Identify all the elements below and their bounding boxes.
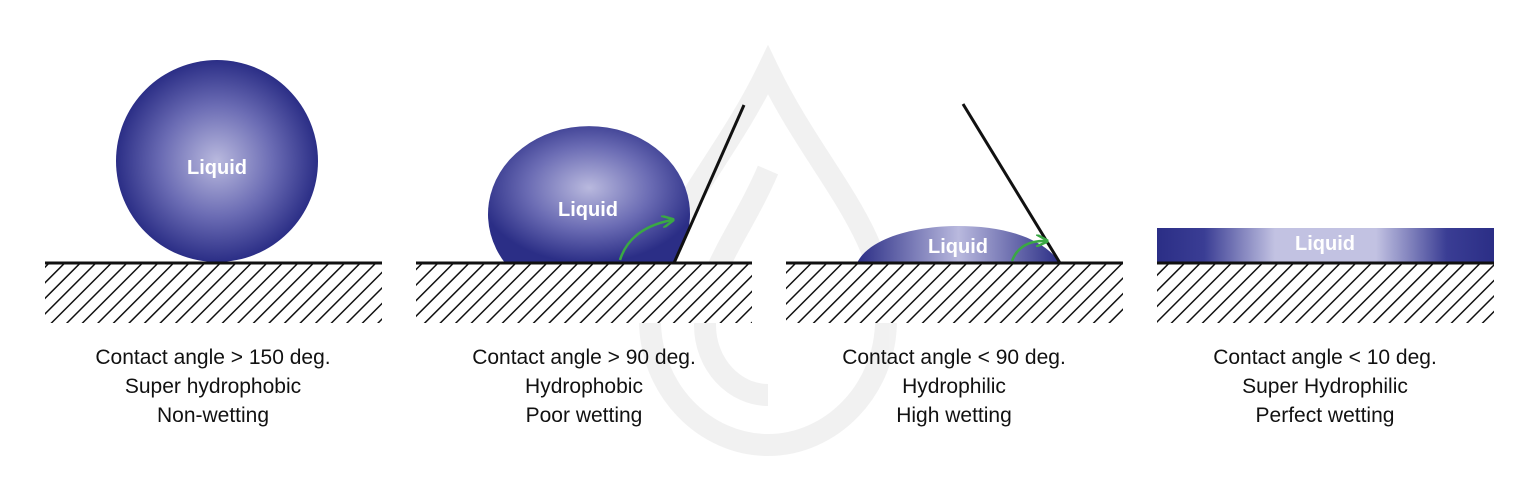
liquid-film (1157, 228, 1494, 263)
caption-contact-angle: Contact angle > 90 deg. (472, 346, 696, 369)
caption-hydrophobic: Contact angle > 90 deg. Hydrophobic Poor… (394, 343, 774, 430)
substrate-hatched (786, 263, 1123, 323)
caption-super-hydrophobic: Contact angle > 150 deg. Super hydrophob… (23, 343, 403, 430)
contact-angle-arrow (1010, 241, 1046, 262)
caption-classification: Super Hydrophilic (1242, 375, 1408, 398)
liquid-droplet (116, 60, 318, 262)
caption-wetting: Non-wetting (156, 404, 270, 427)
caption-hydrophilic: Contact angle < 90 deg. Hydrophilic High… (764, 343, 1144, 430)
caption-classification: Hydrophobic (525, 375, 643, 398)
substrate-hatched (1157, 263, 1494, 323)
panel-hydrophobic: Liquid (416, 104, 752, 323)
substrate-hatched (45, 263, 382, 323)
panel-hydrophilic: Liquid (786, 103, 1123, 323)
caption-wetting: High wetting (896, 404, 1012, 427)
caption-wetting: Perfect wetting (1255, 404, 1395, 427)
caption-classification: Super hydrophobic (124, 375, 302, 398)
liquid-label: Liquid (928, 236, 988, 258)
caption-contact-angle: Contact angle < 10 deg. (1213, 346, 1437, 369)
caption-contact-angle: Contact angle > 150 deg. (95, 346, 331, 369)
caption-super-hydrophilic: Contact angle < 10 deg. Super Hydrophili… (1135, 343, 1515, 430)
liquid-label: Liquid (187, 157, 247, 179)
liquid-droplet (488, 126, 691, 263)
tangent-line (672, 104, 746, 264)
liquid-label: Liquid (1295, 233, 1355, 255)
panel-super-hydrophilic: Liquid (1157, 228, 1494, 323)
contact-angle-arrow (618, 220, 672, 261)
caption-wetting: Poor wetting (525, 404, 643, 427)
caption-contact-angle: Contact angle < 90 deg. (842, 346, 1066, 369)
substrate-hatched (416, 263, 752, 323)
panel-super-hydrophobic: Liquid (45, 60, 382, 323)
caption-classification: Hydrophilic (902, 375, 1006, 398)
liquid-label: Liquid (558, 199, 618, 221)
liquid-droplet (857, 226, 1060, 263)
